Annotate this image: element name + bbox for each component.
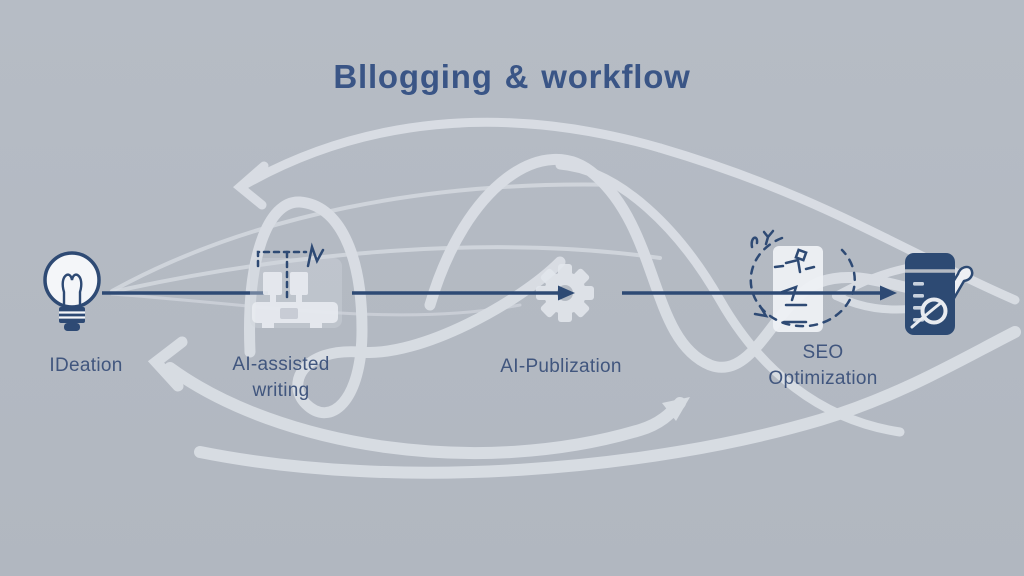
stage-label-line1: AI-assisted (232, 354, 330, 375)
notebook-magnifier-pen-icon (905, 253, 974, 335)
seo-refresh-marks (749, 229, 856, 328)
stage-label-text: AI-Publization (500, 356, 622, 377)
stage-label-ideation: IDeation (16, 353, 156, 379)
arrowhead-open-left (233, 161, 269, 210)
typewriter-icon (250, 242, 342, 328)
magnifier-lens (920, 297, 948, 325)
pen-squiggle (306, 242, 325, 268)
diagram-title: Bllogging & workflow (333, 58, 691, 95)
stage-label-line2: writing (252, 380, 310, 401)
lightbulb-filament (61, 273, 83, 307)
stage-label-ai-assisted-writing: AI-assisted writing (201, 352, 361, 404)
stage-label-line2: Optimization (768, 368, 878, 389)
stage-label-text: IDeation (49, 355, 123, 376)
lightbulb-icon (43, 251, 101, 331)
arrowhead-open-upleft (147, 336, 188, 392)
page-swoosh (910, 300, 944, 329)
refresh-arrowhead (753, 304, 769, 318)
flow-arrowhead-2 (880, 285, 897, 301)
flow-arrowhead-1 (558, 285, 575, 301)
stage-label-seo-optimization: SEO Optimization (743, 340, 903, 392)
dashed-guide-lines (256, 242, 325, 302)
arrowhead-filled-upright (662, 397, 690, 421)
stage-label-line1: SEO (802, 342, 844, 363)
stage-label-ai-publization: AI-Publization (471, 354, 651, 380)
